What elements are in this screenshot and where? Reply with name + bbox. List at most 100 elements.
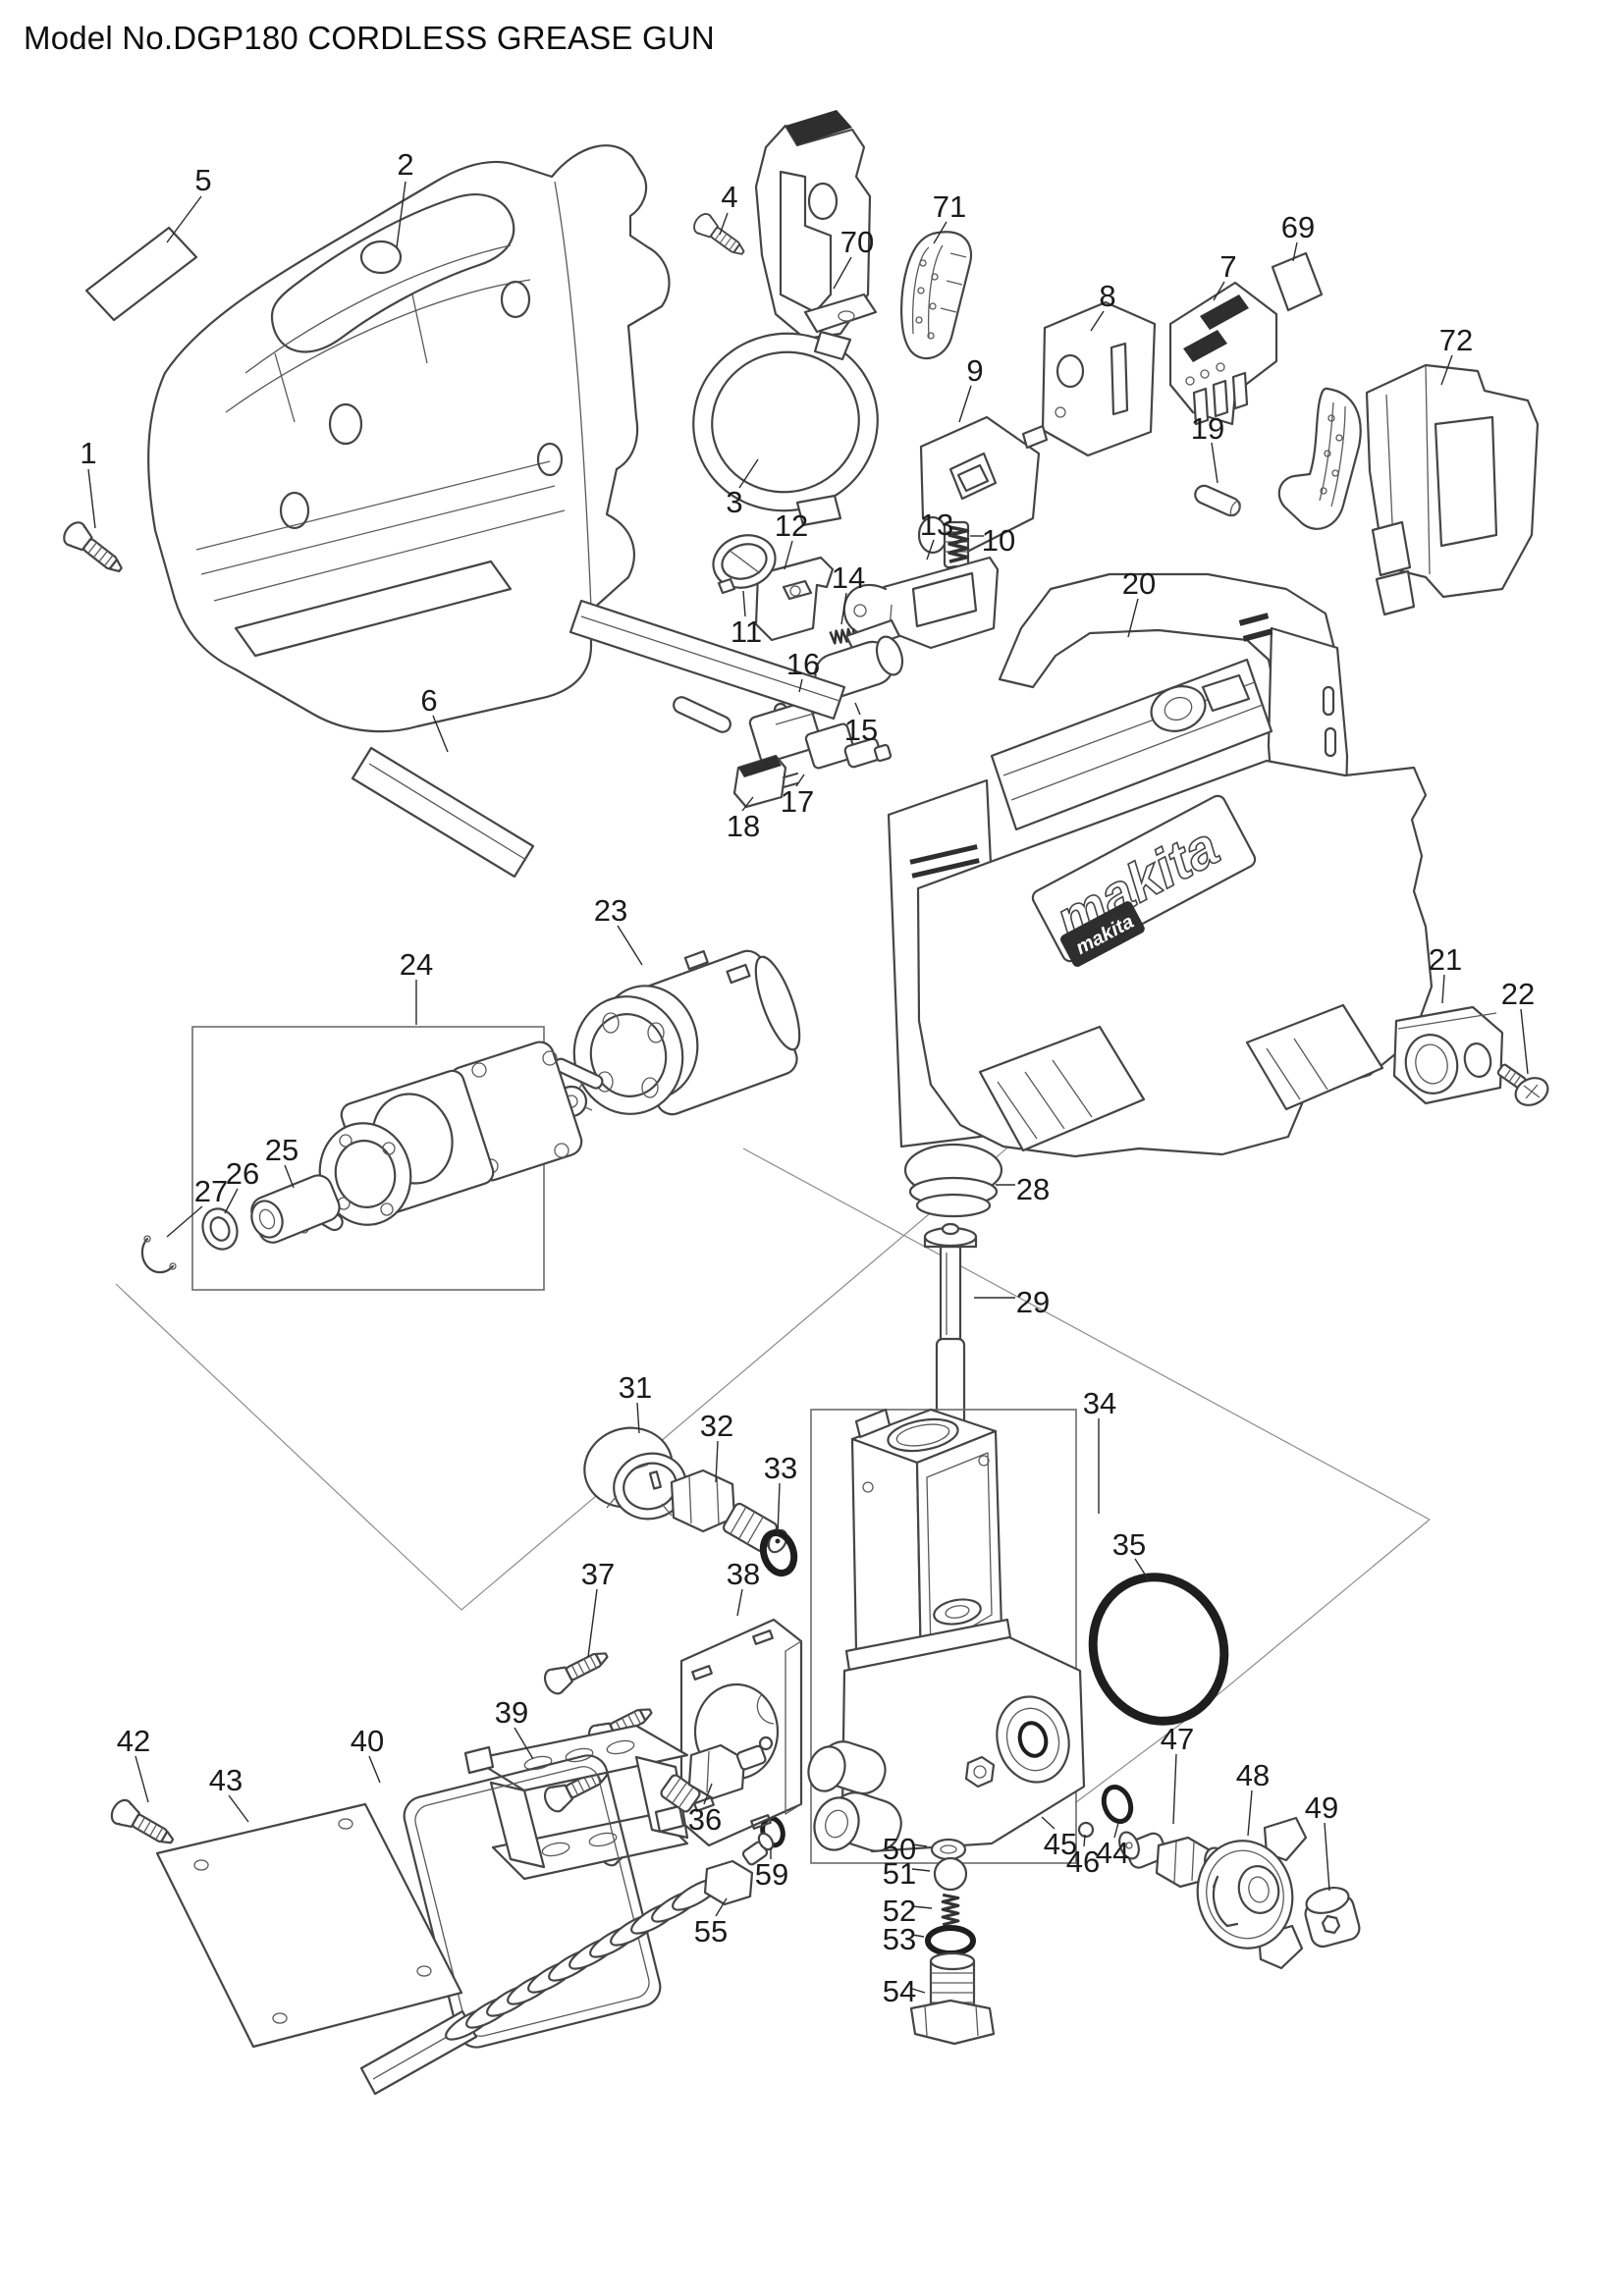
part-72-drawing bbox=[1365, 363, 1540, 616]
part-49-drawing bbox=[1304, 1886, 1361, 1949]
part-label-72: 72 bbox=[1439, 323, 1473, 357]
part-26-drawing bbox=[201, 1207, 239, 1251]
part-label-17: 17 bbox=[781, 784, 814, 819]
leader-line-31 bbox=[636, 1402, 640, 1434]
part-label-54: 54 bbox=[883, 1974, 916, 2008]
leader-line-25 bbox=[284, 1164, 295, 1189]
part-label-25: 25 bbox=[265, 1133, 298, 1167]
leader-line-4 bbox=[719, 212, 729, 236]
part-label-2: 2 bbox=[397, 147, 413, 182]
part-50-drawing bbox=[930, 1838, 967, 1861]
part-label-28: 28 bbox=[1016, 1172, 1050, 1206]
strap-2-drawing bbox=[1277, 387, 1362, 530]
part-29-drawing bbox=[923, 1222, 978, 1436]
part-label-32: 32 bbox=[700, 1409, 733, 1443]
part-7-drawing bbox=[1168, 281, 1278, 426]
part-label-9: 9 bbox=[966, 353, 983, 388]
part-5-drawing bbox=[84, 226, 198, 322]
part-label-43: 43 bbox=[209, 1763, 243, 1797]
leader-line-15 bbox=[854, 702, 861, 716]
part-22-drawing bbox=[1496, 1063, 1549, 1106]
part-35-drawing bbox=[1088, 1573, 1229, 1726]
part-23-drawing bbox=[551, 949, 801, 1118]
page-title: Model No.DGP180 CORDLESS GREASE GUN bbox=[24, 20, 715, 56]
part-label-23: 23 bbox=[594, 893, 627, 928]
leader-line-26 bbox=[224, 1188, 239, 1214]
leader-line-13 bbox=[926, 539, 935, 561]
part-label-35: 35 bbox=[1112, 1527, 1146, 1562]
leader-line-71 bbox=[933, 221, 947, 244]
leader-line-37 bbox=[587, 1588, 598, 1658]
part-33-drawing bbox=[759, 1528, 798, 1577]
part-25-drawing bbox=[250, 1174, 341, 1244]
leader-line-20 bbox=[1127, 598, 1139, 638]
part-70-drawing bbox=[754, 110, 878, 341]
leader-line-51 bbox=[911, 1868, 931, 1872]
part-4-drawing bbox=[689, 209, 751, 263]
part-label-7: 7 bbox=[1219, 249, 1236, 284]
part-6-drawing bbox=[351, 599, 846, 879]
part-label-11: 11 bbox=[731, 614, 762, 649]
part-label-59: 59 bbox=[755, 1857, 788, 1892]
leader-line-6 bbox=[432, 715, 449, 753]
part-label-12: 12 bbox=[775, 508, 808, 543]
part-1-drawing bbox=[58, 517, 130, 581]
leader-line-1 bbox=[87, 468, 96, 529]
leader-line-52 bbox=[911, 1905, 933, 1909]
leader-line-7 bbox=[1213, 281, 1225, 301]
leader-line-23 bbox=[617, 925, 643, 966]
part-18-drawing bbox=[732, 754, 799, 809]
leader-line-47 bbox=[1172, 1753, 1177, 1825]
part-53-drawing bbox=[925, 1925, 976, 1956]
part-3-drawing bbox=[692, 330, 879, 527]
leader-line-69 bbox=[1292, 241, 1298, 262]
part-44-drawing bbox=[1101, 1785, 1134, 1824]
part-label-27: 27 bbox=[194, 1174, 228, 1208]
leader-line-44 bbox=[1113, 1822, 1119, 1839]
leader-line-70 bbox=[833, 256, 852, 290]
leader-line-19 bbox=[1211, 442, 1218, 484]
leader-line-27 bbox=[166, 1205, 203, 1238]
leader-line-32 bbox=[715, 1440, 719, 1483]
leader-line-2 bbox=[396, 181, 406, 248]
part-51-drawing bbox=[933, 1856, 968, 1892]
part-label-69: 69 bbox=[1281, 210, 1315, 244]
part-label-31: 31 bbox=[619, 1370, 652, 1405]
part-label-16: 16 bbox=[786, 647, 820, 681]
leader-line-55 bbox=[715, 1897, 728, 1917]
part-label-4: 4 bbox=[721, 180, 737, 214]
leader-line-14 bbox=[840, 592, 847, 625]
part-label-53: 53 bbox=[883, 1922, 916, 1956]
part-71-drawing bbox=[900, 231, 973, 360]
part-label-49: 49 bbox=[1305, 1790, 1338, 1825]
part-label-39: 39 bbox=[495, 1695, 528, 1730]
part-label-40: 40 bbox=[351, 1724, 384, 1758]
part-42-drawing bbox=[106, 1795, 180, 1853]
part-34-drawing bbox=[807, 1408, 1086, 1864]
part-2-drawing bbox=[147, 144, 671, 733]
leader-line-43 bbox=[228, 1794, 249, 1823]
part-label-34: 34 bbox=[1083, 1386, 1116, 1420]
leader-line-18 bbox=[741, 796, 754, 812]
part-label-33: 33 bbox=[764, 1451, 797, 1485]
part-label-36: 36 bbox=[688, 1802, 722, 1837]
part-label-6: 6 bbox=[420, 683, 437, 718]
part-31-drawing bbox=[583, 1426, 687, 1521]
part-label-51: 51 bbox=[883, 1856, 916, 1891]
part-69-drawing bbox=[1271, 251, 1324, 312]
part-label-15: 15 bbox=[844, 713, 878, 747]
part-11-drawing bbox=[712, 534, 777, 595]
part-label-14: 14 bbox=[832, 561, 865, 595]
part-52-drawing bbox=[941, 1893, 960, 1927]
part-label-26: 26 bbox=[226, 1156, 259, 1191]
part-label-50: 50 bbox=[883, 1832, 916, 1866]
part-label-47: 47 bbox=[1161, 1722, 1194, 1756]
leader-line-39 bbox=[514, 1727, 534, 1760]
leader-line-40 bbox=[368, 1755, 381, 1784]
leader-line-3 bbox=[738, 458, 759, 489]
leader-line-5 bbox=[166, 195, 202, 243]
leader-line-12 bbox=[784, 540, 793, 570]
part-17-drawing bbox=[673, 696, 893, 770]
